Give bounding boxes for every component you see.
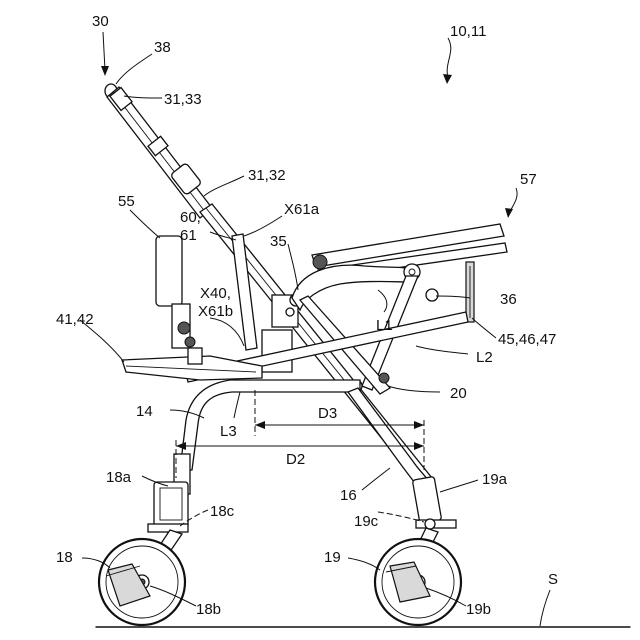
strut-cylinder [156, 236, 182, 306]
front-wheel-18 [99, 539, 185, 625]
back-support-tube [232, 234, 257, 350]
label-l3: L3 [220, 423, 237, 440]
label-60: 60, [180, 209, 201, 226]
label-18b: 18b [196, 601, 221, 618]
label-16: 16 [340, 487, 357, 504]
label-s: S [548, 571, 558, 588]
label-18c: 18c [210, 503, 235, 520]
label-31-33: 31,33 [164, 91, 202, 108]
label-20: 20 [450, 385, 467, 402]
label-x61b: X61b [198, 303, 233, 320]
label-30: 30 [92, 13, 109, 30]
strut-foot [188, 348, 202, 364]
label-36: 36 [500, 291, 517, 308]
label-19a: 19a [482, 471, 508, 488]
armrest-knob-35 [313, 255, 327, 269]
label-l2: L2 [476, 349, 493, 366]
label-19c: 19c [354, 513, 379, 530]
label-x61a: X61a [284, 201, 320, 218]
label-18a: 18a [106, 469, 132, 486]
label-55: 55 [118, 193, 135, 210]
label-10-11: 10,11 [450, 23, 486, 40]
label-19: 19 [324, 549, 341, 566]
label-14: 14 [136, 403, 153, 420]
label-41-42: 41,42 [56, 311, 94, 328]
label-x40: X40, [200, 285, 231, 302]
label-18: 18 [56, 549, 73, 566]
label-d3: D3 [318, 405, 337, 422]
rear-wheel-19 [375, 539, 461, 625]
caster-plate-front [148, 524, 188, 532]
label-l1: L1 [376, 317, 393, 334]
label-57: 57 [520, 171, 537, 188]
caster-plate-rear [416, 520, 456, 528]
caster-housing-18a [154, 482, 188, 528]
caster-housing-19a [412, 476, 441, 523]
gas-strut-55 [156, 236, 202, 364]
label-35: 35 [270, 233, 287, 250]
label-19b: 19b [466, 601, 491, 618]
label-45-46-47: 45,46,47 [498, 331, 556, 348]
label-31-32: 31,32 [248, 167, 286, 184]
pivot-36 [426, 289, 438, 301]
label-38: 38 [154, 39, 171, 56]
label-d2: D2 [286, 451, 305, 468]
leader-lines [80, 32, 550, 626]
label-61: 61 [180, 227, 197, 244]
rear-curved-leg [348, 388, 432, 492]
